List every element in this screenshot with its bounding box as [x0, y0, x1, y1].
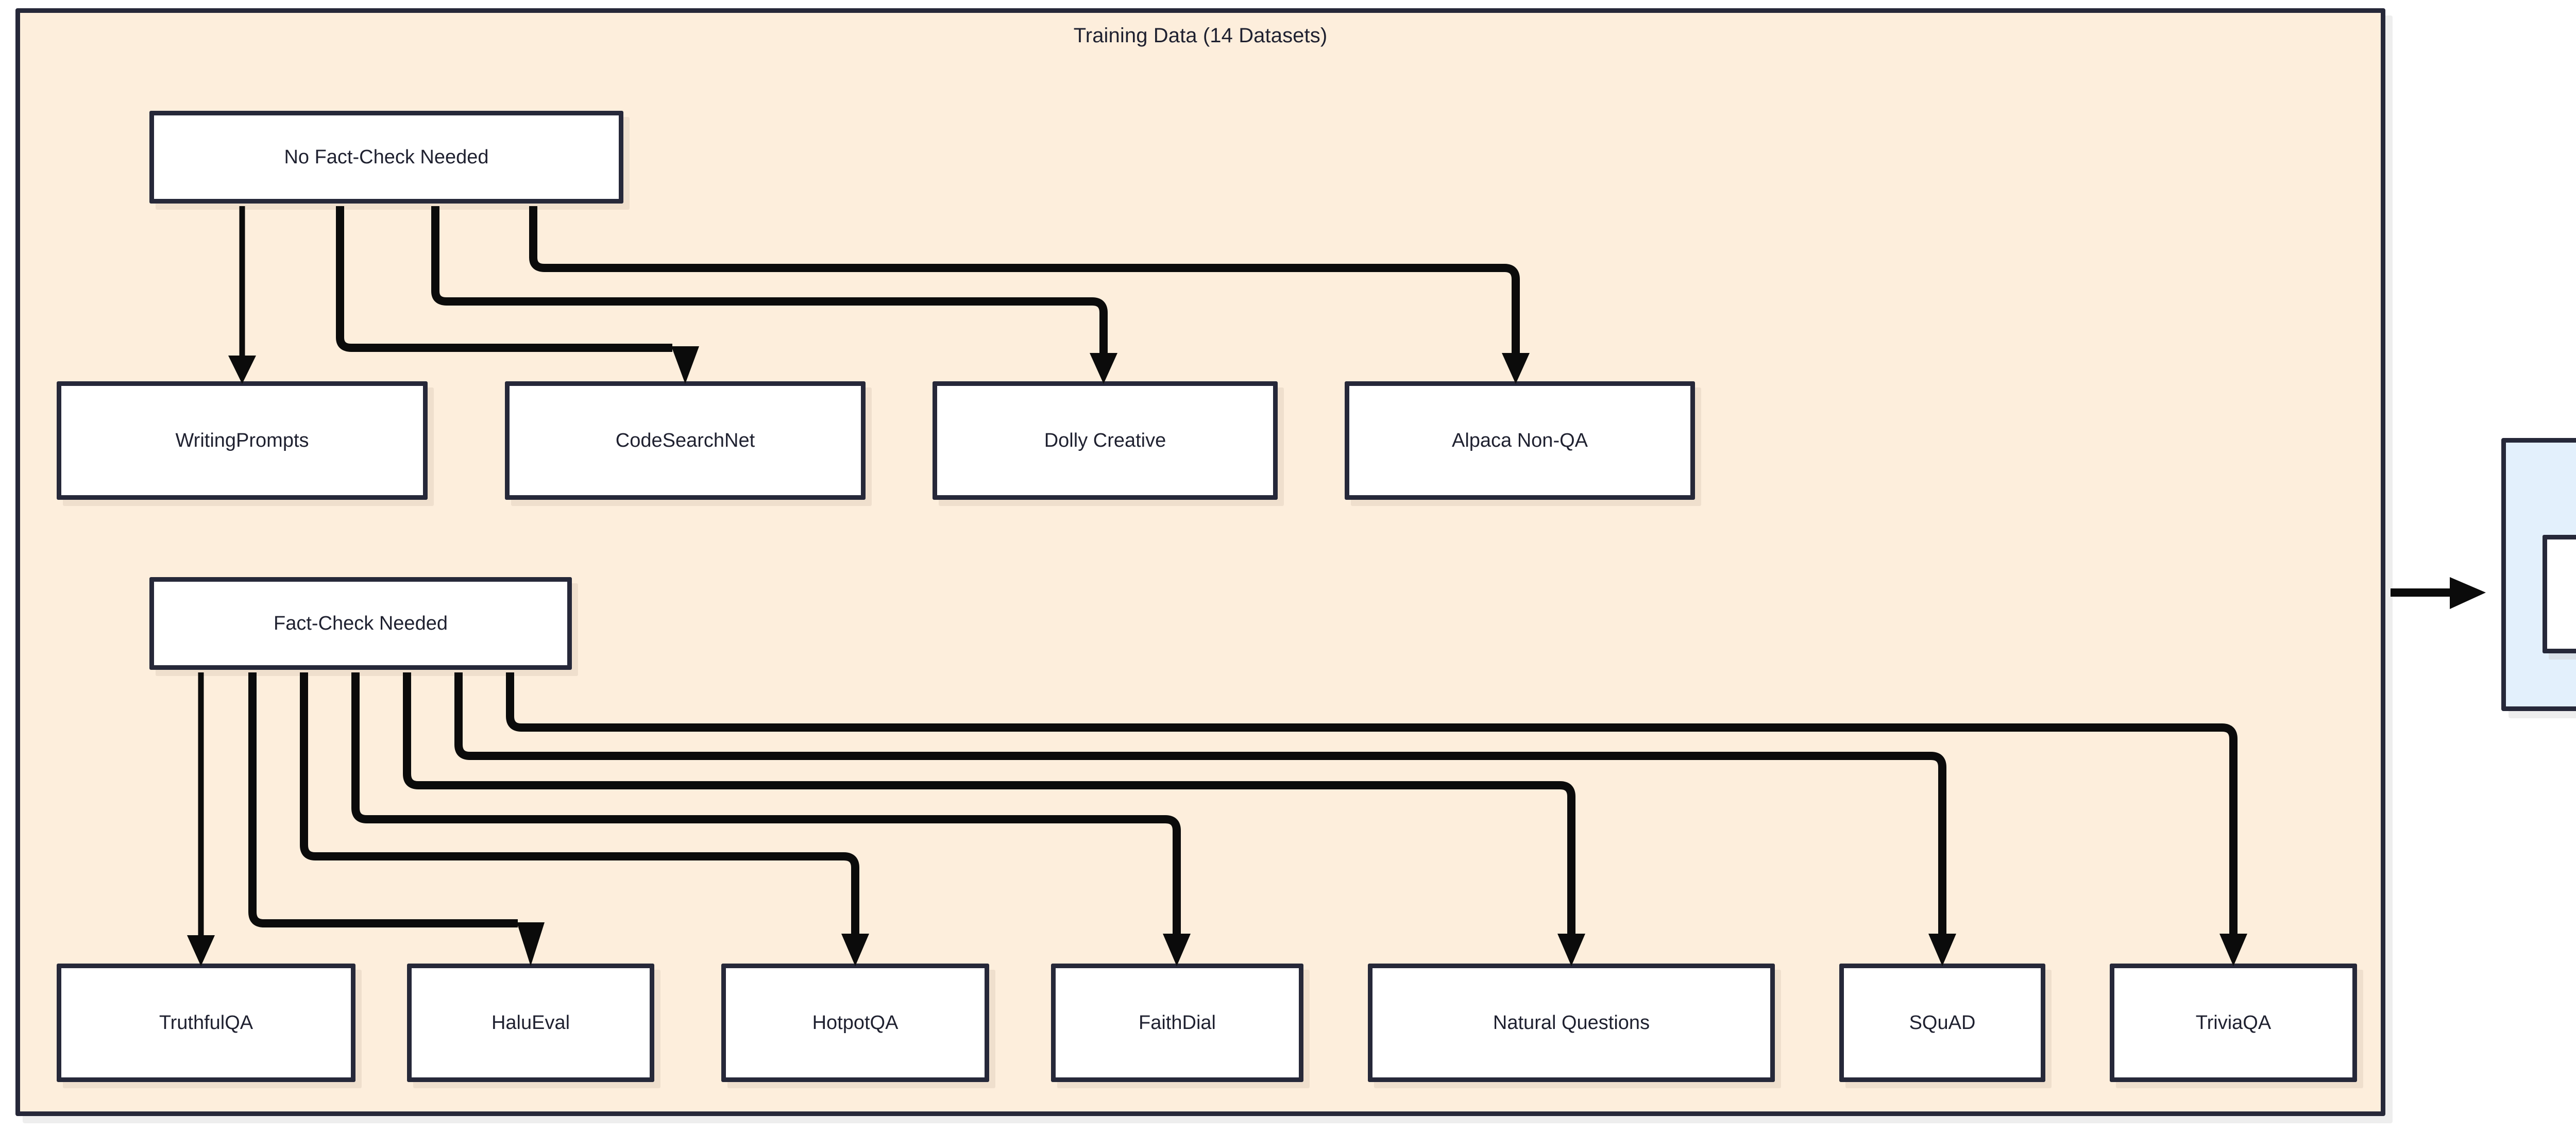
node-codesearchnet[interactable]: CodeSearchNet	[505, 381, 866, 500]
node-truthfulqa[interactable]: TruthfulQA	[57, 964, 355, 1082]
node-label: Natural Questions	[1493, 1012, 1650, 1034]
node-no-fact-check-needed[interactable]: No Fact-Check Needed	[149, 111, 623, 204]
node-label: FaithDial	[1139, 1012, 1216, 1034]
node-label: Fact-Check Needed	[274, 613, 448, 634]
training-data-title: Training Data (14 Datasets)	[1073, 24, 1328, 47]
node-modernbert-base[interactable]: ModernBERT Base	[2543, 535, 2576, 653]
node-dolly-creative[interactable]: Dolly Creative	[933, 381, 1278, 500]
node-fact-check-needed[interactable]: Fact-Check Needed	[149, 577, 572, 670]
node-label: HotpotQA	[812, 1012, 899, 1034]
node-writingprompts[interactable]: WritingPrompts	[57, 381, 428, 500]
node-label: HaluEval	[491, 1012, 570, 1034]
node-alpaca-non-qa[interactable]: Alpaca Non-QA	[1345, 381, 1695, 500]
node-label: No Fact-Check Needed	[284, 146, 489, 168]
node-label: CodeSearchNet	[615, 430, 755, 451]
node-label: TriviaQA	[2195, 1012, 2272, 1034]
node-label: Alpaca Non-QA	[1451, 430, 1588, 451]
node-label: WritingPrompts	[175, 430, 309, 451]
node-label: TruthfulQA	[159, 1012, 253, 1034]
edge-training-to-sentinel[interactable]	[2391, 577, 2486, 609]
node-squad[interactable]: SQuAD	[1839, 964, 2045, 1082]
node-hotpotqa[interactable]: HotpotQA	[721, 964, 989, 1082]
node-faithdial[interactable]: FaithDial	[1051, 964, 1303, 1082]
node-natural-questions[interactable]: Natural Questions	[1368, 964, 1775, 1082]
node-triviaqa[interactable]: TriviaQA	[2110, 964, 2357, 1082]
node-halueval[interactable]: HaluEval	[407, 964, 654, 1082]
halugate-sentinel-title: HaluGate Sentinel	[2506, 454, 2576, 477]
node-label: SQuAD	[1909, 1012, 1976, 1034]
node-label: Dolly Creative	[1044, 430, 1166, 451]
